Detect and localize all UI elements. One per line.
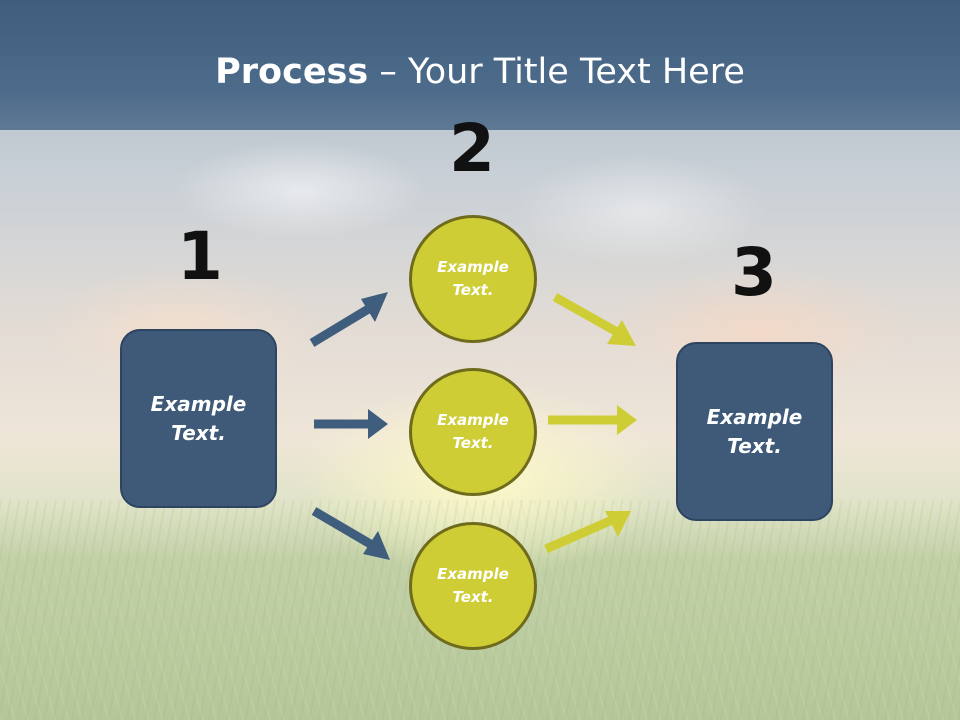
step1-box-text: Example Text. [150, 391, 247, 445]
step2-circle-bottom: Example Text. [409, 522, 537, 650]
arrow-blue-down [311, 507, 390, 560]
step-number-2: 2 [449, 110, 495, 187]
circle-middle-text: Example Text. [437, 411, 509, 452]
title-bar: Process – Your Title Text Here [0, 0, 960, 130]
circle-bottom-text: Example Text. [437, 565, 509, 606]
step-number-1: 1 [177, 218, 223, 295]
arrow-yellow-right [548, 405, 637, 435]
arrow-yellow-down [552, 293, 636, 346]
circle-top-text: Example Text. [437, 258, 509, 299]
step3-box: Example Text. [676, 342, 833, 521]
arrow-yellow-up [544, 511, 631, 554]
step2-circle-top: Example Text. [409, 215, 537, 343]
step2-circle-middle: Example Text. [409, 368, 537, 496]
title-bold: Process [215, 52, 369, 92]
step-number-3: 3 [731, 234, 777, 311]
title-rest: – Your Title Text Here [368, 52, 745, 92]
step1-box: Example Text. [120, 329, 277, 508]
arrow-blue-up [309, 292, 388, 347]
step3-box-text: Example Text. [706, 404, 803, 458]
arrow-blue-right [314, 409, 388, 439]
slide-title: Process – Your Title Text Here [0, 52, 960, 92]
